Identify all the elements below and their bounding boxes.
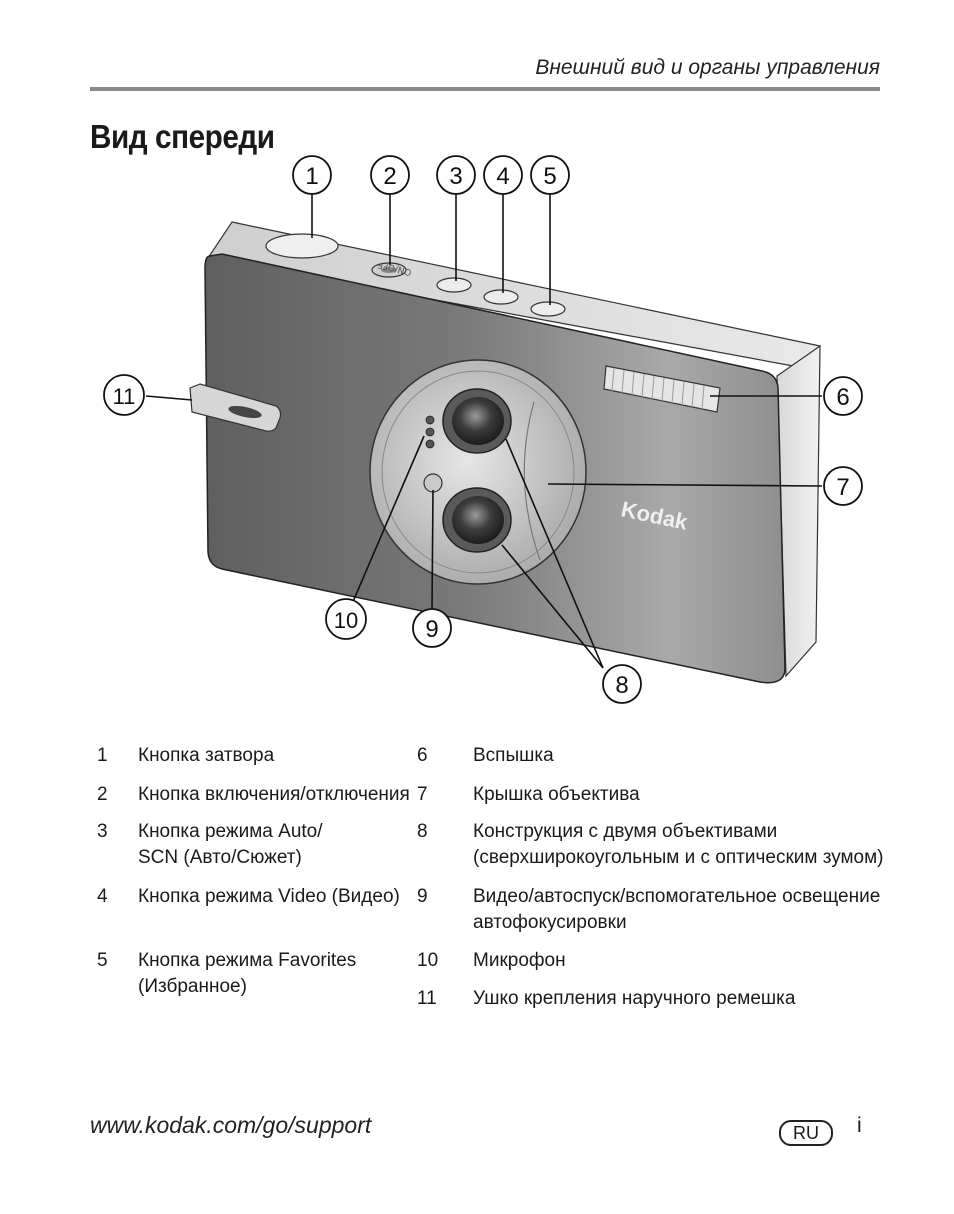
callout-6 <box>823 376 863 416</box>
page-title: Вид спереди <box>90 118 275 155</box>
callout-5 <box>530 155 570 195</box>
favorites-button <box>530 301 566 317</box>
callout-8 <box>602 664 642 704</box>
callouts <box>103 155 863 704</box>
flash <box>603 365 721 413</box>
svg-text:11: 11 <box>113 384 136 409</box>
microphone <box>425 415 435 449</box>
callout-4 <box>483 155 523 195</box>
svg-text:9: 9 <box>425 616 438 643</box>
svg-text:8: 8 <box>615 672 628 699</box>
auto-scn-button <box>436 277 472 293</box>
page-number: i <box>857 1114 862 1137</box>
callout-11 <box>103 374 145 416</box>
svg-text:4: 4 <box>496 163 509 190</box>
callout-1 <box>292 155 332 195</box>
svg-text:6: 6 <box>836 384 849 411</box>
header-rule <box>90 87 880 91</box>
lens-cover <box>369 359 587 585</box>
callout-7 <box>823 466 863 506</box>
callout-9 <box>412 608 452 648</box>
svg-text:7: 7 <box>836 474 849 501</box>
support-link[interactable]: www.kodak.com/go/support <box>90 1112 372 1138</box>
svg-text:5: 5 <box>543 163 556 190</box>
callout-3 <box>436 155 476 195</box>
svg-text:2: 2 <box>383 163 396 190</box>
section-title: Внешний вид и органы управления <box>535 56 880 79</box>
svg-text:10: 10 <box>334 608 358 633</box>
callout-2 <box>370 155 410 195</box>
video-button <box>483 289 519 305</box>
shutter-button <box>265 233 339 259</box>
svg-text:1: 1 <box>305 163 318 190</box>
af-assist-lamp <box>423 473 443 493</box>
callout-10 <box>325 598 367 640</box>
svg-text:3: 3 <box>449 163 462 190</box>
dual-lens <box>442 388 512 553</box>
language-badge: RU <box>779 1120 833 1146</box>
